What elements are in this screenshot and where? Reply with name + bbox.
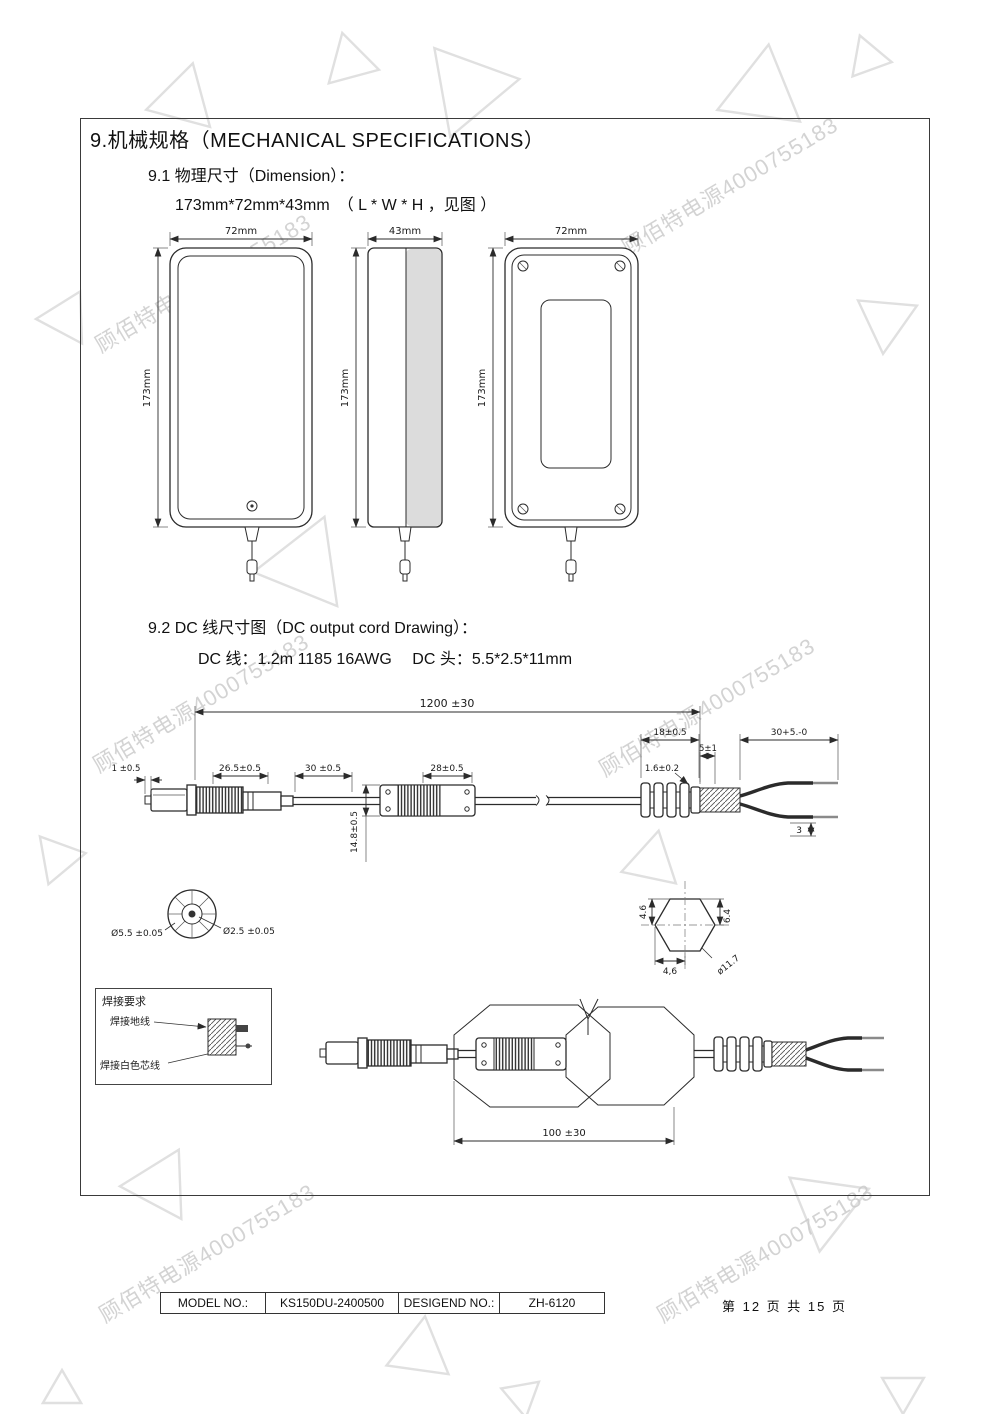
dim-side-height: 173mm	[340, 369, 351, 408]
dim-total-length: 1200 ±30	[420, 697, 475, 710]
solder-ground-label: 焊接地线	[110, 1015, 150, 1028]
coiled-strain-relief	[475, 1037, 567, 1071]
hex-grommet-detail: 4.6 4,6 6.4 ø11.7	[639, 881, 742, 978]
dim-5: 5±1	[699, 744, 717, 754]
dim-14-8: 14.8±0.5	[350, 811, 360, 853]
dim-hex-bottom: 4,6	[663, 967, 678, 977]
page-number: 第 12 页 共 15 页	[722, 1299, 847, 1314]
dim-back-width: 72mm	[555, 226, 587, 237]
solder-title: 焊接要求	[102, 994, 146, 1008]
dc-cord-spec: DC 线：1.2m 1185 16AWG DC 头：5.5*2.5*11mm	[198, 651, 573, 668]
plug-front-view	[167, 889, 217, 939]
dim-outer-diameter: Ø5.5 ±0.05	[111, 928, 163, 939]
dim-side-width: 43mm	[389, 226, 421, 237]
dim-inner-diameter: Ø2.5 ±0.05	[223, 926, 275, 937]
coiled-cord-drawing: 100 ±30	[319, 998, 884, 1145]
section-9-1-heading: 9.1 物理尺寸（Dimension）：	[148, 168, 355, 185]
dim-front-height: 173mm	[142, 369, 153, 408]
dim-30: 30 ±0.5	[305, 764, 341, 774]
dc-plug	[144, 784, 294, 816]
page-title: 9.机械规格（MECHANICAL SPECIFICATIONS）	[90, 130, 545, 152]
front-view: 72mm 173mm	[142, 226, 313, 582]
dim-hex-top: 4.6	[639, 905, 649, 920]
design-no-value: ZH-6120	[500, 1292, 605, 1314]
back-view: 72mm 173mm	[477, 226, 639, 582]
dim-front-width: 72mm	[225, 226, 257, 237]
dim-28: 28±0.5	[430, 764, 463, 774]
dim-loop-length: 100 ±30	[542, 1128, 585, 1139]
dim-26-5: 26.5±0.5	[219, 764, 261, 774]
dim-18: 18±0.5	[653, 728, 686, 738]
cable-loop	[453, 998, 695, 1108]
dim-3: 3	[796, 826, 802, 836]
coiled-plug	[319, 1037, 476, 1069]
dc-cable	[293, 781, 838, 819]
dim-hex-diameter: ø11.7	[716, 954, 742, 978]
section-9-2-heading: 9.2 DC 线尺寸图（DC output cord Drawing）：	[148, 620, 477, 637]
cord-dimensions: 1200 ±30 18±0.5 30+5.-0 5±1 1.6±0.2 26	[112, 697, 839, 862]
footer-table: MODEL NO.: KS150DU-2400500 DESIGEND NO.:…	[160, 1292, 605, 1314]
design-no-label: DESIGEND NO.:	[399, 1292, 500, 1314]
side-view: 43mm 173mm	[340, 226, 443, 582]
plug-cross-section: Ø5.5 ±0.05 Ø2.5 ±0.05	[111, 889, 275, 939]
coiled-cable-end	[694, 1036, 884, 1072]
adapter-views-drawing: 72mm 173mm 43mm	[142, 226, 639, 582]
plug-rear-view	[207, 1018, 252, 1056]
dim-back-height: 173mm	[477, 369, 488, 408]
model-no-label: MODEL NO.:	[160, 1292, 266, 1314]
dc-cord-drawing: 1200 ±30 18±0.5 30+5.-0 5±1 1.6±0.2 26	[112, 697, 839, 862]
dim-tip: 1 ±0.5	[112, 764, 141, 774]
dim-hex-right: 6.4	[723, 909, 733, 924]
dimension-text: 173mm*72mm*43mm （ L * W * H ，见图 ）	[175, 197, 497, 214]
dim-1-6: 1.6±0.2	[645, 764, 679, 774]
solder-core-label: 焊接白色芯线	[100, 1059, 160, 1072]
solder-drawing: 焊接要求 焊接地线 焊接白色芯线	[100, 994, 252, 1072]
solder-requirement-box: 焊接要求 焊接地线 焊接白色芯线	[95, 988, 272, 1085]
rating-label-area	[540, 299, 612, 469]
dim-30-5-0: 30+5.-0	[771, 728, 808, 738]
model-no-value: KS150DU-2400500	[266, 1292, 399, 1314]
